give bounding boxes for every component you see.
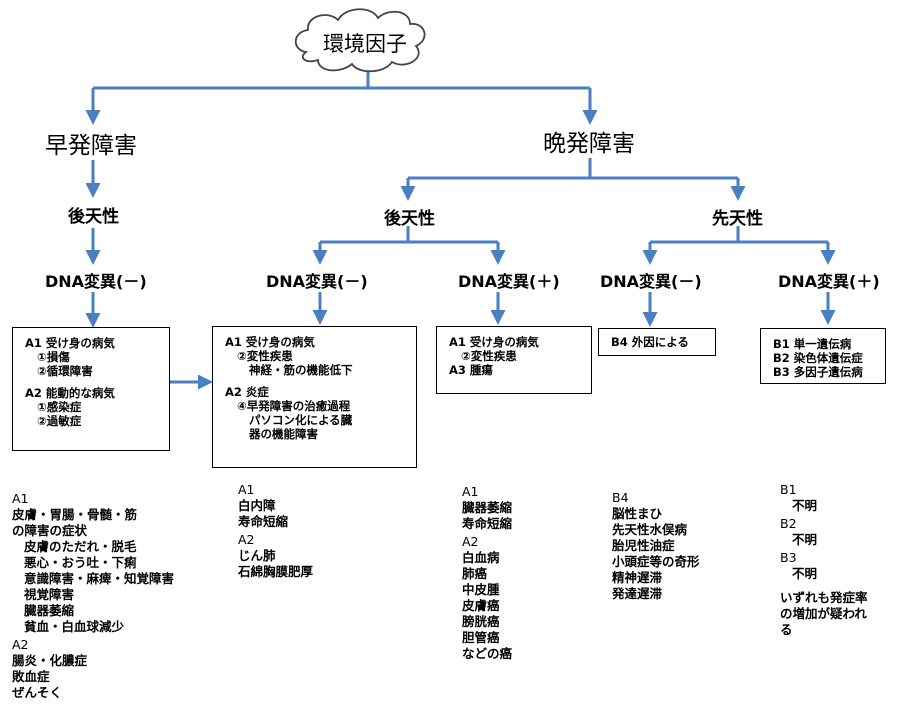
acq-neg-dna: DNA変異(－) <box>266 272 368 291</box>
list-item: 臓器萎縮 <box>24 603 75 618</box>
con-pos-dna: DNA変異(＋) <box>778 272 880 291</box>
list-item: 石綿胸膜肥厚 <box>238 564 314 579</box>
group-tag: B3 <box>780 550 797 565</box>
list-item: 器の機能障害 <box>249 427 318 441</box>
acq-pos-dna: DNA変異(＋) <box>458 272 560 291</box>
list-item: B1 単一遺伝病 <box>773 337 852 351</box>
list-item: ②過敏症 <box>37 414 82 428</box>
list-item: 白血病 <box>462 550 500 565</box>
list-item: などの癌 <box>462 646 513 661</box>
list-item: A1 受け身の病気 <box>449 335 539 349</box>
list-item: 不明 <box>792 498 818 513</box>
spacer <box>225 377 410 385</box>
group-tag: A2 <box>12 637 29 652</box>
spacer <box>25 378 163 386</box>
list-item: 敗血症 <box>12 669 50 684</box>
list-item: B4 外因による <box>611 335 689 349</box>
list-item: 腸炎・化膿症 <box>12 653 88 668</box>
list-item: いずれも発症率 <box>780 590 868 605</box>
late-acquired-cause: 後天性 <box>384 209 435 229</box>
list-item: 臓器萎縮 <box>462 500 513 515</box>
list-item: 精神遅滞 <box>612 570 663 585</box>
group-tag: B1 <box>780 482 797 497</box>
list-item: A2 炎症 <box>225 385 269 399</box>
list-item: A1 受け身の病気 <box>225 335 315 349</box>
list-item: ①損傷 <box>37 350 70 364</box>
root-label: 環境因子 <box>323 32 407 56</box>
list-item: ②循環障害 <box>37 364 93 378</box>
list-item: 意識障害・麻痺・知覚障害 <box>24 571 175 586</box>
group-tag: A1 <box>462 484 479 499</box>
list-item: A3 腫瘍 <box>449 363 493 377</box>
list-item: ぜんそく <box>12 685 63 700</box>
group-tag: B4 <box>612 490 629 505</box>
list-item: 寿命短縮 <box>238 514 289 529</box>
list-item: 胆管癌 <box>462 630 500 645</box>
group-tag: A2 <box>462 534 479 549</box>
late-title: 晩発障害 <box>543 131 635 157</box>
list-item: 膀胱癌 <box>462 614 500 629</box>
group-tag: A1 <box>12 491 29 506</box>
list-item: 先天性水俣病 <box>612 522 688 537</box>
list-item: B3 多因子遺伝病 <box>773 365 863 379</box>
list-item: A2 能動的な病気 <box>25 386 115 400</box>
late-congenital-cause: 先天性 <box>712 209 763 229</box>
list-item: の障害の症状 <box>12 523 88 538</box>
list-item: の増加が疑われ <box>780 606 867 621</box>
list-item: 皮膚癌 <box>462 598 500 613</box>
list-item: B2 染色体遺伝症 <box>773 351 863 365</box>
list-item: ④早発障害の治癒過程 <box>237 399 351 413</box>
con-neg-box: B4 外因による <box>598 328 716 356</box>
group-tag: A1 <box>238 482 255 497</box>
list-item: 皮膚・胃腸・骨髄・筋 <box>12 507 138 522</box>
list-item: じん肺 <box>238 548 276 563</box>
list-item: ②変性疾患 <box>237 349 293 363</box>
spacer <box>780 582 895 590</box>
list-item: 中皮腫 <box>462 582 500 597</box>
early-title: 早発障害 <box>45 133 137 159</box>
list-item: 不明 <box>792 532 818 547</box>
list-item: パソコン化による臓 <box>249 413 353 427</box>
list-item: 悪心・おう吐・下痢 <box>24 555 137 570</box>
list-item: A1 受け身の病気 <box>25 336 115 350</box>
early-dna: DNA変異(－) <box>45 272 147 291</box>
early-cause: 後天性 <box>68 207 119 227</box>
group-tag: A2 <box>238 532 255 547</box>
group-tag: B2 <box>780 516 797 531</box>
list-item: ①感染症 <box>37 400 82 414</box>
list-item: 脳性まひ <box>612 506 663 521</box>
list-item: 視覚障害 <box>24 587 75 602</box>
list-item: 肺癌 <box>462 566 488 581</box>
list-item: ②変性疾患 <box>461 349 517 363</box>
list-item: る <box>780 622 793 637</box>
list-item: 貧血・白血球減少 <box>24 619 125 634</box>
list-item: 皮膚のただれ・脱毛 <box>24 539 137 554</box>
list-item: 白内障 <box>238 498 276 513</box>
list-item: 寿命短縮 <box>462 516 513 531</box>
list-item: 小頭症等の奇形 <box>612 554 700 569</box>
list-item: 神経・筋の機能低下 <box>249 363 353 377</box>
con-neg-dna: DNA変異(－) <box>600 272 702 291</box>
cloud-shape <box>294 8 426 73</box>
list-item: 胎児性油症 <box>612 538 675 553</box>
list-item: 不明 <box>792 566 818 581</box>
list-item: 発達遅滞 <box>612 586 663 601</box>
